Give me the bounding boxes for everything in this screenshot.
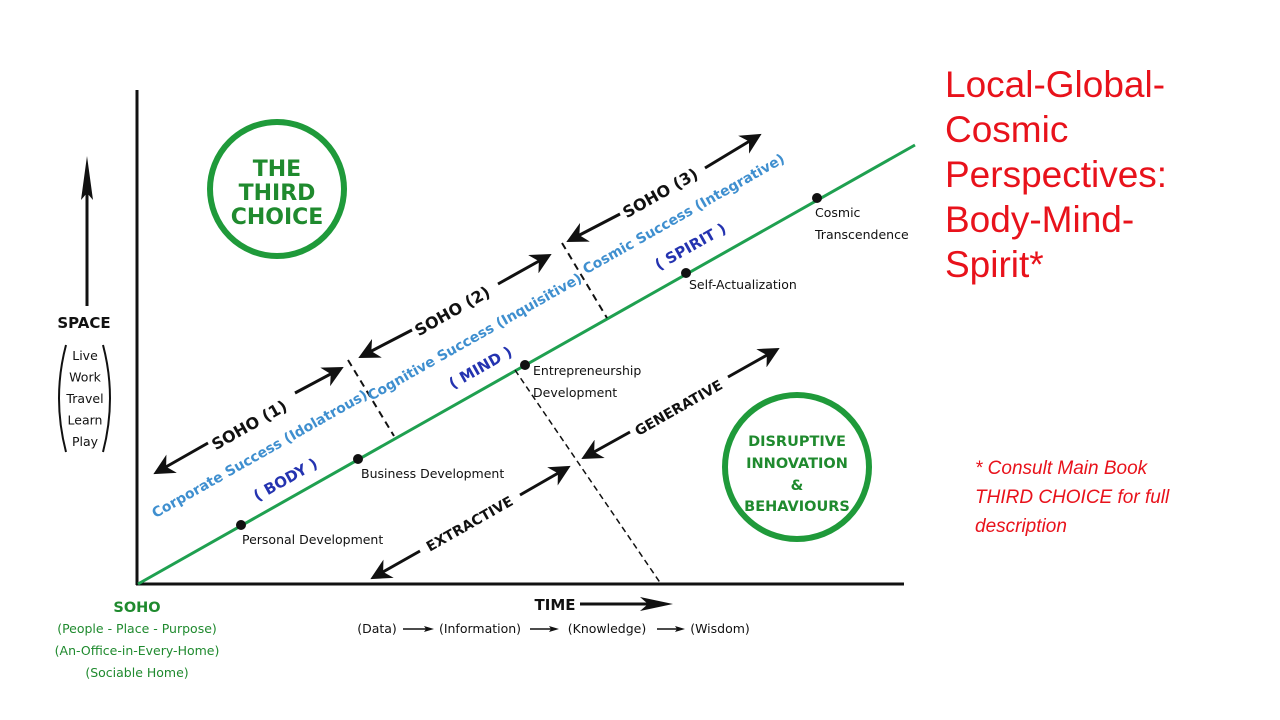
- third-choice-badge: THE THIRD CHOICE: [207, 119, 347, 259]
- title-line: Body-Mind-: [945, 199, 1135, 240]
- origin-subline: (Sociable Home): [85, 665, 188, 680]
- progression-arrow-icon: [530, 626, 559, 632]
- soho-2-double-arrow: [358, 253, 552, 358]
- disruptive-text: DISRUPTIVE: [748, 434, 846, 450]
- space-activity: Play: [72, 434, 99, 449]
- right-paren-icon: [102, 344, 111, 453]
- footnote-line: * Consult Main Book: [975, 458, 1148, 479]
- space-activity: Learn: [68, 413, 103, 428]
- progression-arrow-icon: [657, 626, 685, 632]
- milestone-dot: [236, 520, 246, 530]
- soho-3-double-arrow: [566, 133, 762, 242]
- extractive-generative-divider: [514, 369, 662, 585]
- footnote: * Consult Main Book THIRD CHOICE for ful…: [975, 454, 1235, 541]
- stage-divider-1: [347, 359, 395, 437]
- extractive-double-arrow: [370, 465, 571, 580]
- milestone-label: Entrepreneurship: [533, 363, 641, 378]
- third-choice-text: CHOICE: [231, 205, 324, 230]
- title-line: Local-Global-: [945, 64, 1166, 105]
- footnote-line: description: [975, 516, 1067, 537]
- milestone-dot: [520, 360, 530, 370]
- knowledge-progression: (Data) (Information) (Knowledge) (Wisdom…: [357, 621, 750, 636]
- space-activity: Live: [72, 348, 98, 363]
- page-title: Local-Global- Cosmic Perspectives: Body-…: [945, 62, 1265, 287]
- milestone-dot: [681, 268, 691, 278]
- title-line: Spirit*: [945, 244, 1044, 285]
- title-line: Perspectives:: [945, 154, 1168, 195]
- progression-arrow-icon: [403, 626, 434, 632]
- origin-subline: (An-Office-in-Every-Home): [55, 643, 220, 658]
- milestone-label: Transcendence: [814, 227, 909, 242]
- title-line: Cosmic: [945, 109, 1069, 150]
- milestone-label: Cosmic: [815, 205, 861, 220]
- progression-step: (Wisdom): [690, 621, 750, 636]
- third-choice-text: THE: [253, 157, 301, 182]
- generative-label: GENERATIVE: [632, 377, 725, 439]
- soho-1-double-arrow: [153, 367, 344, 475]
- progression-step: (Data): [357, 621, 397, 636]
- extractive-label: EXTRACTIVE: [424, 494, 516, 556]
- footnote-line: THIRD CHOICE for full: [975, 487, 1170, 508]
- progression-step: (Knowledge): [568, 621, 646, 636]
- milestone-label: Business Development: [361, 466, 504, 481]
- left-paren-icon: [58, 344, 67, 453]
- origin-subline: (People - Place - Purpose): [57, 621, 217, 636]
- space-activity: Work: [69, 370, 101, 385]
- origin-soho-label: SOHO: [113, 600, 160, 616]
- progression-step: (Information): [439, 621, 521, 636]
- stage-divider-2: [561, 242, 608, 319]
- disruptive-innovation-badge: DISRUPTIVE INNOVATION & BEHAVIOURS: [722, 392, 872, 542]
- milestone-dot: [812, 193, 822, 203]
- stage-1: SOHO (1) Corporate Success (Idolatrous) …: [149, 367, 371, 522]
- generative-double-arrow: [581, 347, 780, 460]
- third-choice-text: THIRD: [239, 181, 316, 206]
- milestone-dot: [353, 454, 363, 464]
- milestone-label: Development: [533, 385, 617, 400]
- time-label: TIME: [535, 596, 576, 614]
- milestone-label: Personal Development: [242, 532, 383, 547]
- stage-2: SOHO (2) Cognitive Success (Inquisitive)…: [358, 253, 585, 404]
- space-activity: Travel: [65, 391, 103, 406]
- stage-3: SOHO (3) Cosmic Success (Integrative) ( …: [566, 133, 788, 278]
- time-arrow-icon: [580, 597, 673, 611]
- disruptive-text: BEHAVIOURS: [744, 499, 850, 515]
- milestone-label: Self-Actualization: [689, 277, 797, 292]
- space-arrow-icon: [81, 156, 93, 306]
- disruptive-text: &: [791, 478, 804, 494]
- space-label: SPACE: [57, 314, 110, 332]
- disruptive-text: INNOVATION: [746, 456, 848, 472]
